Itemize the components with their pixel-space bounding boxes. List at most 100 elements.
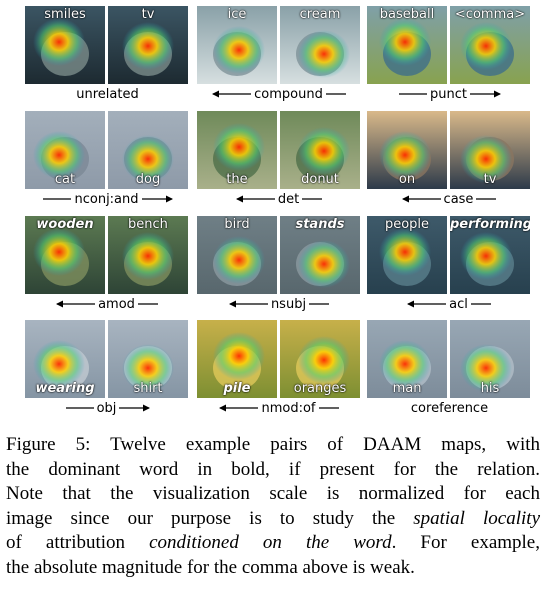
word-label: man: [392, 381, 422, 396]
arrow-tail-icon: [43, 198, 72, 200]
daam-pair-unrelated: smiles tv unrelated: [25, 6, 190, 102]
word-label: shirt: [133, 381, 163, 396]
arrow-tail-icon: [318, 407, 339, 409]
heatmap-image: wooden: [25, 216, 105, 294]
left-arrow-icon: [212, 90, 252, 98]
word-label: stands: [295, 217, 345, 232]
daam-pair-nconj-and: cat dog nconj:and: [25, 111, 190, 207]
word-label: wooden: [36, 217, 94, 232]
heatmap-image: stands: [280, 216, 360, 294]
right-arrow-icon: [141, 195, 173, 203]
relation-label: case: [367, 191, 532, 207]
heatmap-image: man: [367, 320, 447, 398]
word-label: performing: [450, 217, 530, 232]
heatmap-image: bench: [108, 216, 188, 294]
relation-text: unrelated: [76, 86, 139, 102]
relation-label: nsubj: [197, 296, 362, 312]
relation-text: case: [443, 191, 474, 207]
relation-label: det: [197, 191, 362, 207]
relation-text: acl: [449, 296, 468, 312]
left-arrow-icon: [401, 195, 441, 203]
word-label: pile: [223, 381, 251, 396]
daam-pair-det: the donut det: [197, 111, 362, 207]
daam-pair-nmod-of: pile oranges nmod:of: [197, 320, 362, 416]
arrow-tail-icon: [137, 303, 158, 305]
heatmap-image: shirt: [108, 320, 188, 398]
daam-pair-amod: wooden bench amod: [25, 216, 190, 312]
relation-label: punct: [367, 86, 532, 102]
heatmap-image: pile: [197, 320, 277, 398]
relation-label: acl: [367, 296, 532, 312]
left-arrow-icon: [219, 404, 259, 412]
daam-pair-coreference: man his coreference: [367, 320, 532, 416]
relation-text: nsubj: [270, 296, 307, 312]
word-label: people: [384, 217, 430, 232]
word-label: bird: [224, 217, 250, 232]
arrow-tail-icon: [309, 303, 330, 305]
left-arrow-icon: [228, 300, 268, 308]
relation-label: compound: [197, 86, 362, 102]
relation-text: det: [277, 191, 300, 207]
word-label: wearing: [35, 381, 95, 396]
word-label: his: [480, 381, 500, 396]
word-label: oranges: [293, 381, 347, 396]
relation-text: punct: [430, 86, 467, 102]
heatmap-image: donut: [280, 111, 360, 189]
word-label: smiles: [44, 7, 86, 22]
heatmap-image: dog: [108, 111, 188, 189]
italic-conditioned: conditioned on the word: [149, 532, 392, 553]
heatmap-image: performing: [450, 216, 530, 294]
word-label: tv: [483, 172, 497, 187]
heatmap-image: ice: [197, 6, 277, 84]
arrow-tail-icon: [470, 303, 491, 305]
caption-line-6: the absolute magnitude for the comma abo…: [6, 556, 415, 578]
arrow-tail-icon: [399, 93, 427, 95]
caption-line-4: image since our purpose is to study the …: [6, 507, 541, 529]
word-label: bench: [128, 217, 168, 232]
daam-pair-nsubj: bird stands nsubj: [197, 216, 362, 312]
heatmap-image: tv: [108, 6, 188, 84]
relation-text: coreference: [410, 400, 489, 416]
arrow-tail-icon: [65, 407, 94, 409]
relation-label: nmod:of: [197, 400, 362, 416]
figure-caption: Figure 5: Twelve example pairs of DAAM m…: [6, 433, 540, 580]
relation-text: amod: [98, 296, 135, 312]
caption-line-3: Note that the visualization scale is nor…: [6, 483, 540, 504]
relation-text: nmod:of: [261, 400, 316, 416]
heatmap-image: the: [197, 111, 277, 189]
relation-label: nconj:and: [25, 191, 190, 207]
heatmap-image: his: [450, 320, 530, 398]
arrow-tail-icon: [325, 93, 346, 95]
caption-line-2: the dominant word in bold, if present fo…: [6, 458, 540, 480]
caption-line-1: Figure 5: Twelve example pairs of DAAM m…: [6, 434, 540, 455]
heatmap-image: baseball: [367, 6, 447, 84]
daam-pair-acl: people performing acl: [367, 216, 532, 312]
arrow-tail-icon: [302, 198, 323, 200]
word-label: ice: [227, 7, 247, 22]
word-label: tv: [141, 7, 155, 22]
relation-label: amod: [25, 296, 190, 312]
left-arrow-icon: [407, 300, 447, 308]
left-arrow-icon: [235, 195, 275, 203]
left-arrow-icon: [56, 300, 96, 308]
daam-pair-obj: wearing shirt obj: [25, 320, 190, 416]
relation-text: nconj:and: [74, 191, 139, 207]
relation-label: unrelated: [25, 86, 190, 102]
italic-spatial-locality: spatial locality: [413, 507, 541, 529]
caption-line-5: of attribution conditioned on the word. …: [6, 532, 540, 553]
heatmap-image: oranges: [280, 320, 360, 398]
word-label: dog: [135, 172, 161, 187]
relation-text: obj: [96, 400, 117, 416]
word-label: baseball: [379, 7, 435, 22]
heatmap-image: cat: [25, 111, 105, 189]
heatmap-image: smiles: [25, 6, 105, 84]
word-label: the: [226, 172, 248, 187]
relation-label: obj: [25, 400, 190, 416]
relation-text: compound: [254, 86, 323, 102]
right-arrow-icon: [469, 90, 501, 98]
heatmap-image: <comma>: [450, 6, 530, 84]
relation-label: coreference: [367, 400, 532, 416]
heatmap-image: tv: [450, 111, 530, 189]
